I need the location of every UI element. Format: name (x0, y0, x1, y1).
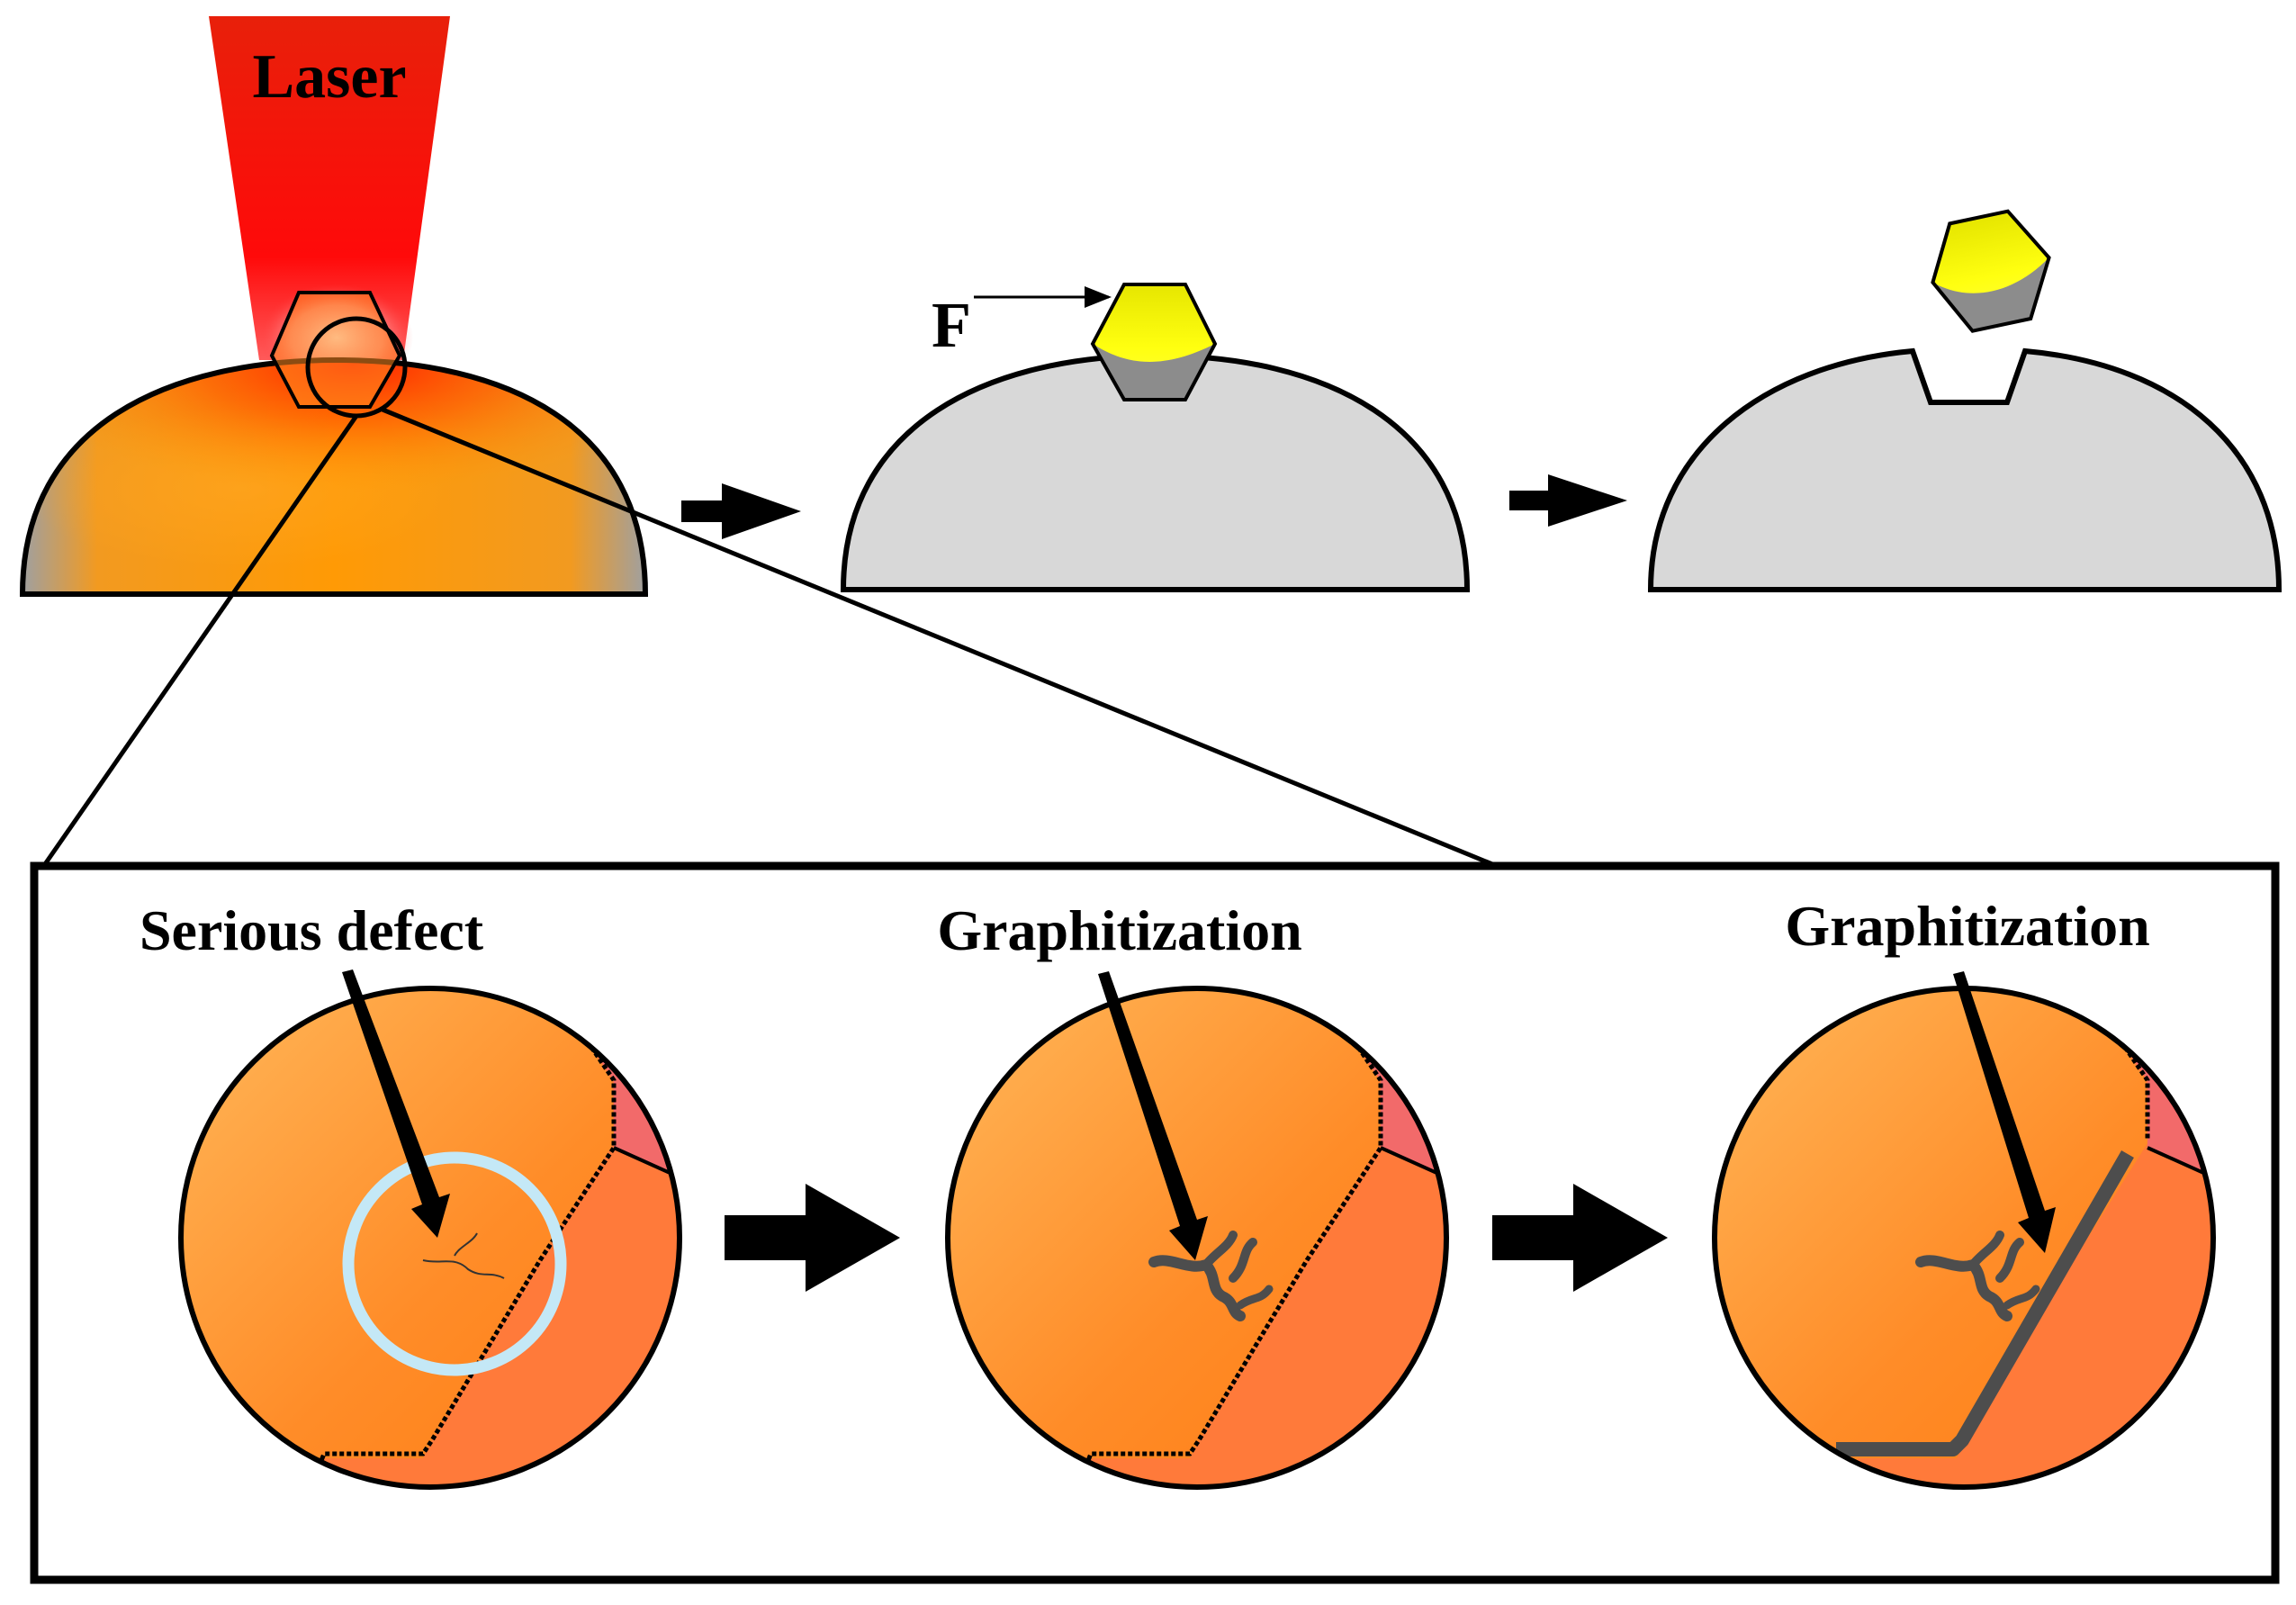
diamond-grain-loaded (1090, 283, 1218, 401)
heated-substrate (19, 356, 649, 597)
defect-pointer-arrow (342, 969, 450, 1238)
zoom-line-right (382, 407, 1493, 867)
graphitization-pointer-arrow-2 (1953, 971, 2056, 1253)
pulled-out-substrate (1647, 347, 2282, 592)
detached-diamond-grain (1931, 209, 2051, 333)
graphitization-label-1: Graphitization (937, 898, 1301, 962)
process-arrow-3 (725, 1184, 900, 1292)
zoom-circle-defect (178, 986, 682, 1490)
graphitization-pointer-arrow-1 (1098, 971, 1208, 1260)
process-arrow-2 (1509, 474, 1627, 527)
defect-highlight-ring (342, 1151, 567, 1376)
force-label: F (932, 289, 971, 361)
laser-label: Laser (252, 42, 406, 112)
graphitization-label-2: Graphitization (1785, 894, 2149, 958)
process-arrow-1 (681, 483, 801, 539)
defect-label: Serious defect (140, 898, 484, 962)
process-arrow-4 (1492, 1184, 1668, 1292)
zoom-line-left (42, 414, 359, 866)
